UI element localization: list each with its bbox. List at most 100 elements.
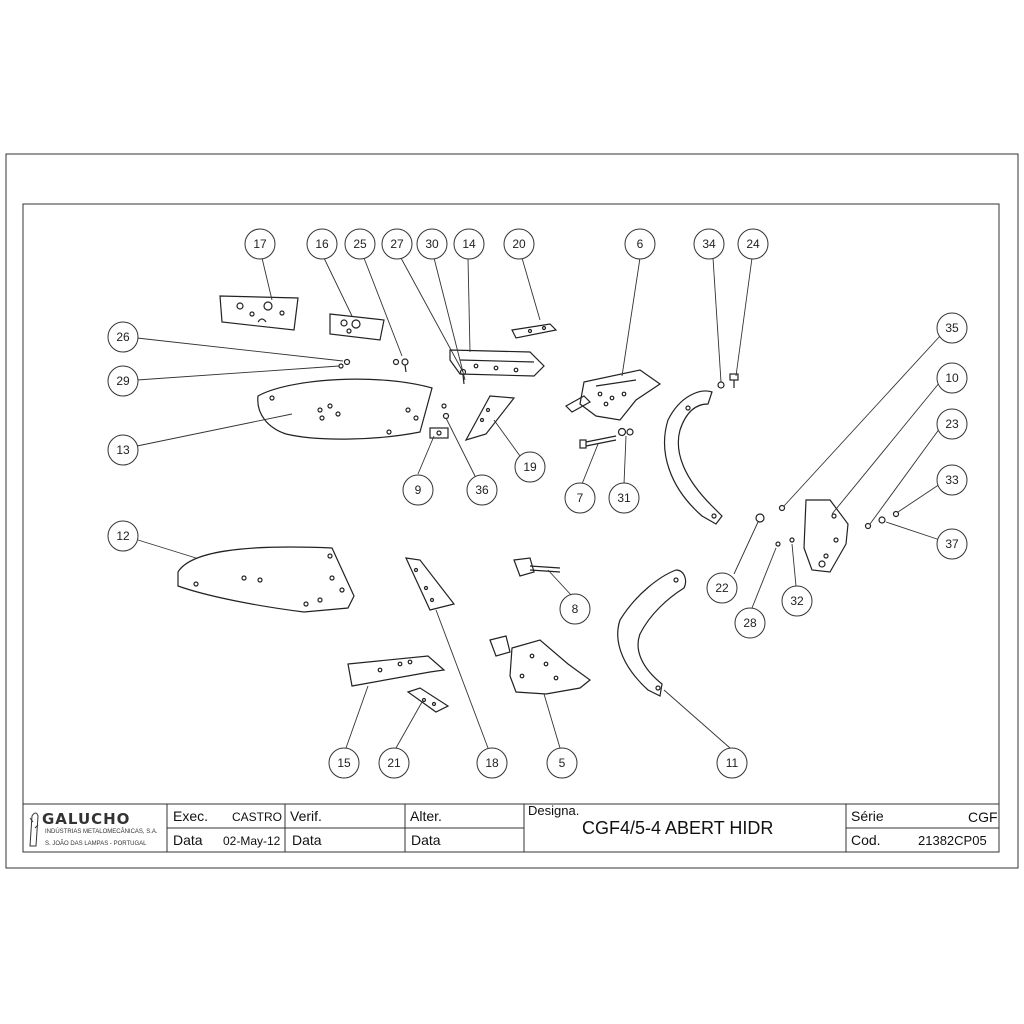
balloon-36 [466, 474, 498, 506]
balloon-numbers: 17 16 25 27 30 14 20 6 34 24 26 29 13 35… [116, 237, 959, 770]
balloon-22 [706, 572, 738, 604]
part-21-strip [406, 687, 450, 713]
beam-upper [664, 390, 723, 525]
balloon-20 [503, 228, 535, 260]
part-34-nut [717, 381, 725, 389]
balloon-17 [244, 228, 276, 260]
balloon-label: 9 [415, 483, 422, 497]
balloon-label: 32 [790, 594, 804, 608]
exec-label: Exec. [173, 808, 209, 824]
balloon-label: 10 [945, 371, 959, 385]
designa-label: Designa. [528, 803, 580, 818]
balloon-6 [624, 228, 656, 260]
cod-value: 21382CP05 [918, 833, 987, 848]
balloon-label: 8 [572, 602, 579, 616]
part-15-share [347, 655, 446, 687]
verif-label: Verif. [290, 808, 322, 824]
balloon-34 [693, 228, 725, 260]
part-10-plate [803, 499, 849, 573]
balloon-28 [734, 607, 766, 639]
balloon-31 [608, 482, 640, 514]
part-8-bracket [513, 557, 561, 577]
part-6-frog [565, 369, 662, 421]
cod-label: Cod. [851, 832, 881, 848]
outer-frame [5, 153, 1019, 869]
balloon-35 [936, 312, 968, 344]
balloon-label: 31 [617, 491, 631, 505]
balloon-26 [107, 321, 139, 353]
leader-lines [136, 257, 941, 749]
balloon-label: 12 [116, 529, 130, 543]
balloon-5 [546, 747, 578, 779]
balloon-8 [559, 593, 591, 625]
balloon-label: 5 [559, 756, 566, 770]
balloon-12 [107, 520, 139, 552]
balloon-label: 29 [116, 374, 130, 388]
balloon-label: 14 [462, 237, 476, 251]
balloon-label: 24 [746, 237, 760, 251]
balloon-label: 27 [390, 237, 404, 251]
serie-value: CGF [968, 809, 998, 825]
balloon-label: 33 [945, 473, 959, 487]
balloon-label: 17 [253, 237, 267, 251]
data-label: Data [173, 832, 203, 848]
balloon-13 [107, 434, 139, 466]
fasteners-10 [755, 504, 900, 547]
balloon-15 [328, 747, 360, 779]
balloon-label: 20 [512, 237, 526, 251]
balloon-label: 11 [726, 756, 739, 770]
part-5-frog [489, 635, 591, 695]
balloon-21 [378, 747, 410, 779]
balloon-label: 30 [425, 237, 439, 251]
balloon-label: 13 [116, 443, 130, 457]
data-value: 02-May-12 [223, 834, 281, 848]
balloon-label: 19 [523, 460, 537, 474]
balloon-16 [306, 228, 338, 260]
verif-data-label: Data [292, 832, 322, 848]
balloon-label: 25 [353, 237, 367, 251]
part-16-plate [329, 313, 385, 341]
balloon-label: 23 [945, 417, 959, 431]
balloons [107, 228, 968, 779]
balloon-19 [514, 451, 546, 483]
balloon-24 [737, 228, 769, 260]
company-line-1: INDÚSTRIAS METALOMECÂNICAS, S.A. [45, 829, 158, 835]
balloon-27 [381, 228, 413, 260]
part-14-bracket [449, 349, 545, 377]
balloon-label: 28 [743, 616, 757, 630]
part-13-moldboard [257, 378, 433, 440]
part-31-nuts [617, 427, 634, 437]
inner-frame [22, 203, 1000, 853]
part-24-bolt [729, 373, 739, 388]
small-fasteners [338, 358, 467, 420]
part-19-shin [464, 395, 516, 441]
company-line-2: S. JOÃO DAS LAMPAS - PORTUGAL [45, 841, 147, 847]
exec-value: CASTRO [232, 810, 283, 824]
balloon-label: 16 [315, 237, 329, 251]
balloon-23 [936, 408, 968, 440]
balloon-label: 15 [337, 756, 351, 770]
balloon-label: 34 [702, 237, 716, 251]
balloon-11 [716, 747, 748, 779]
balloon-14 [453, 228, 485, 260]
balloon-label: 35 [945, 321, 959, 335]
parts [177, 295, 900, 713]
balloon-label: 22 [715, 581, 729, 595]
balloon-label: 21 [387, 756, 401, 770]
beam-lower [617, 569, 687, 697]
part-20-strip [511, 323, 558, 339]
balloon-30 [416, 228, 448, 260]
balloon-18 [476, 747, 508, 779]
alter-label: Alter. [410, 808, 442, 824]
balloon-33 [936, 464, 968, 496]
part-12-moldboard [177, 546, 355, 613]
company-name: GALUCHO [42, 810, 131, 828]
balloon-label: 37 [945, 537, 959, 551]
part-9-clip [429, 427, 449, 439]
part-7-bolt [579, 435, 617, 449]
balloon-37 [936, 528, 968, 560]
title-block-grid [22, 803, 1000, 853]
balloon-label: 26 [116, 330, 130, 344]
company-logo-icon [29, 812, 39, 847]
